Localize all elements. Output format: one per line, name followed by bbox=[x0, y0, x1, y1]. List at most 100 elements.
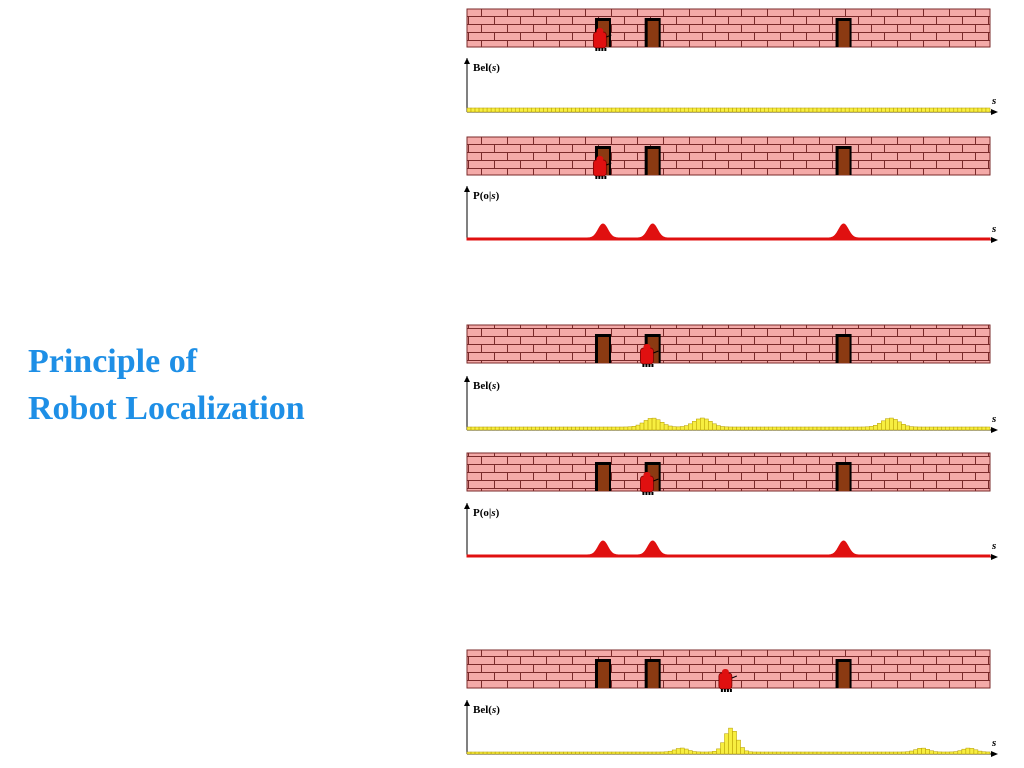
belief-bar bbox=[913, 426, 918, 431]
belief-bar bbox=[679, 747, 685, 755]
belief-bar bbox=[937, 751, 942, 755]
wall-step-2 bbox=[466, 324, 991, 367]
belief-bar bbox=[563, 107, 568, 113]
belief-bar bbox=[490, 751, 496, 755]
belief-bar bbox=[543, 751, 548, 755]
belief-bar bbox=[720, 107, 725, 113]
wall-step-1-observe bbox=[466, 136, 991, 179]
belief-bar bbox=[527, 426, 532, 431]
belief-bar bbox=[760, 107, 765, 113]
belief-bar bbox=[692, 421, 697, 431]
belief-bar bbox=[595, 107, 601, 113]
title-line-2: Robot Localization bbox=[28, 390, 305, 427]
belief-bar bbox=[812, 751, 818, 755]
belief-bar bbox=[764, 426, 769, 431]
belief-bar bbox=[567, 751, 572, 755]
belief-bar bbox=[824, 426, 830, 431]
belief-bar bbox=[643, 107, 649, 113]
door bbox=[647, 149, 659, 175]
belief-bar bbox=[535, 751, 540, 755]
belief-bar bbox=[619, 107, 625, 113]
belief-bar bbox=[535, 107, 540, 113]
belief-bar bbox=[877, 423, 882, 431]
belief-bar bbox=[808, 751, 814, 755]
belief-bar bbox=[869, 426, 874, 431]
belief-bar bbox=[470, 107, 476, 113]
belief-bar bbox=[977, 107, 983, 113]
belief-bar bbox=[889, 751, 894, 755]
belief-bar bbox=[579, 751, 584, 755]
door bbox=[647, 662, 659, 688]
belief-bar bbox=[796, 751, 802, 755]
belief-bar bbox=[736, 107, 741, 113]
belief-bar bbox=[498, 751, 504, 755]
belief-bar bbox=[792, 107, 798, 113]
belief-bar bbox=[792, 426, 798, 431]
belief-bar bbox=[591, 107, 596, 113]
belief-bar bbox=[651, 417, 657, 431]
belief-bar bbox=[933, 107, 938, 113]
belief-bar bbox=[611, 107, 617, 113]
x-axis-label: s bbox=[991, 223, 996, 235]
belief-bar bbox=[720, 742, 725, 755]
belief-bar bbox=[800, 426, 806, 431]
belief-bar bbox=[828, 751, 834, 755]
belief-bar bbox=[547, 426, 552, 431]
belief-bar bbox=[812, 426, 818, 431]
belief-bar bbox=[639, 422, 645, 431]
belief-bar bbox=[559, 751, 564, 755]
belief-bar bbox=[828, 107, 834, 113]
belief-bar bbox=[788, 426, 794, 431]
belief-bar bbox=[816, 107, 822, 113]
belief-bar bbox=[881, 751, 886, 755]
belief-bar bbox=[869, 751, 874, 755]
belief-bar bbox=[921, 107, 926, 113]
belief-bar bbox=[865, 426, 870, 431]
belief-bar bbox=[885, 107, 890, 113]
belief-bar bbox=[515, 751, 520, 755]
belief-bar bbox=[494, 107, 500, 113]
belief-bar bbox=[865, 107, 870, 113]
belief-bar bbox=[768, 751, 774, 755]
belief-bar bbox=[587, 426, 592, 431]
belief-bar bbox=[848, 751, 854, 755]
belief-bar bbox=[667, 107, 673, 113]
belief-bar bbox=[873, 751, 878, 755]
belief-bar bbox=[873, 107, 878, 113]
title-line-1: Principle of bbox=[28, 343, 198, 380]
belief-bar bbox=[861, 426, 866, 431]
belief-plot-step-3: Bel(s)s bbox=[464, 700, 998, 757]
door bbox=[838, 465, 850, 491]
belief-bar bbox=[901, 751, 906, 755]
belief-bar bbox=[494, 751, 500, 755]
belief-bar bbox=[740, 107, 745, 113]
belief-bar bbox=[885, 751, 890, 755]
belief-bar bbox=[732, 731, 737, 755]
door bbox=[838, 662, 850, 688]
belief-bar bbox=[583, 107, 588, 113]
belief-bar bbox=[567, 426, 572, 431]
belief-bar bbox=[716, 425, 721, 431]
y-axis-label: Bel(s) bbox=[473, 380, 500, 392]
belief-bar bbox=[551, 426, 556, 431]
slide-title: Principle of Robot Localization bbox=[28, 338, 305, 432]
belief-bar bbox=[728, 727, 733, 755]
belief-bar bbox=[917, 107, 922, 113]
belief-bar bbox=[881, 107, 886, 113]
belief-bar bbox=[579, 107, 584, 113]
belief-bar bbox=[933, 751, 938, 755]
belief-bar bbox=[925, 426, 930, 431]
belief-bar bbox=[752, 426, 757, 431]
belief-bar bbox=[961, 426, 967, 431]
belief-bar bbox=[836, 426, 842, 431]
belief-bar bbox=[925, 107, 930, 113]
belief-bar bbox=[897, 421, 902, 431]
belief-bar bbox=[615, 751, 621, 755]
belief-bar bbox=[579, 426, 584, 431]
belief-bar bbox=[651, 751, 657, 755]
belief-bar bbox=[893, 751, 898, 755]
belief-bar bbox=[744, 426, 749, 431]
belief-bar bbox=[949, 426, 955, 431]
belief-bar bbox=[856, 107, 862, 113]
belief-bar bbox=[764, 751, 769, 755]
